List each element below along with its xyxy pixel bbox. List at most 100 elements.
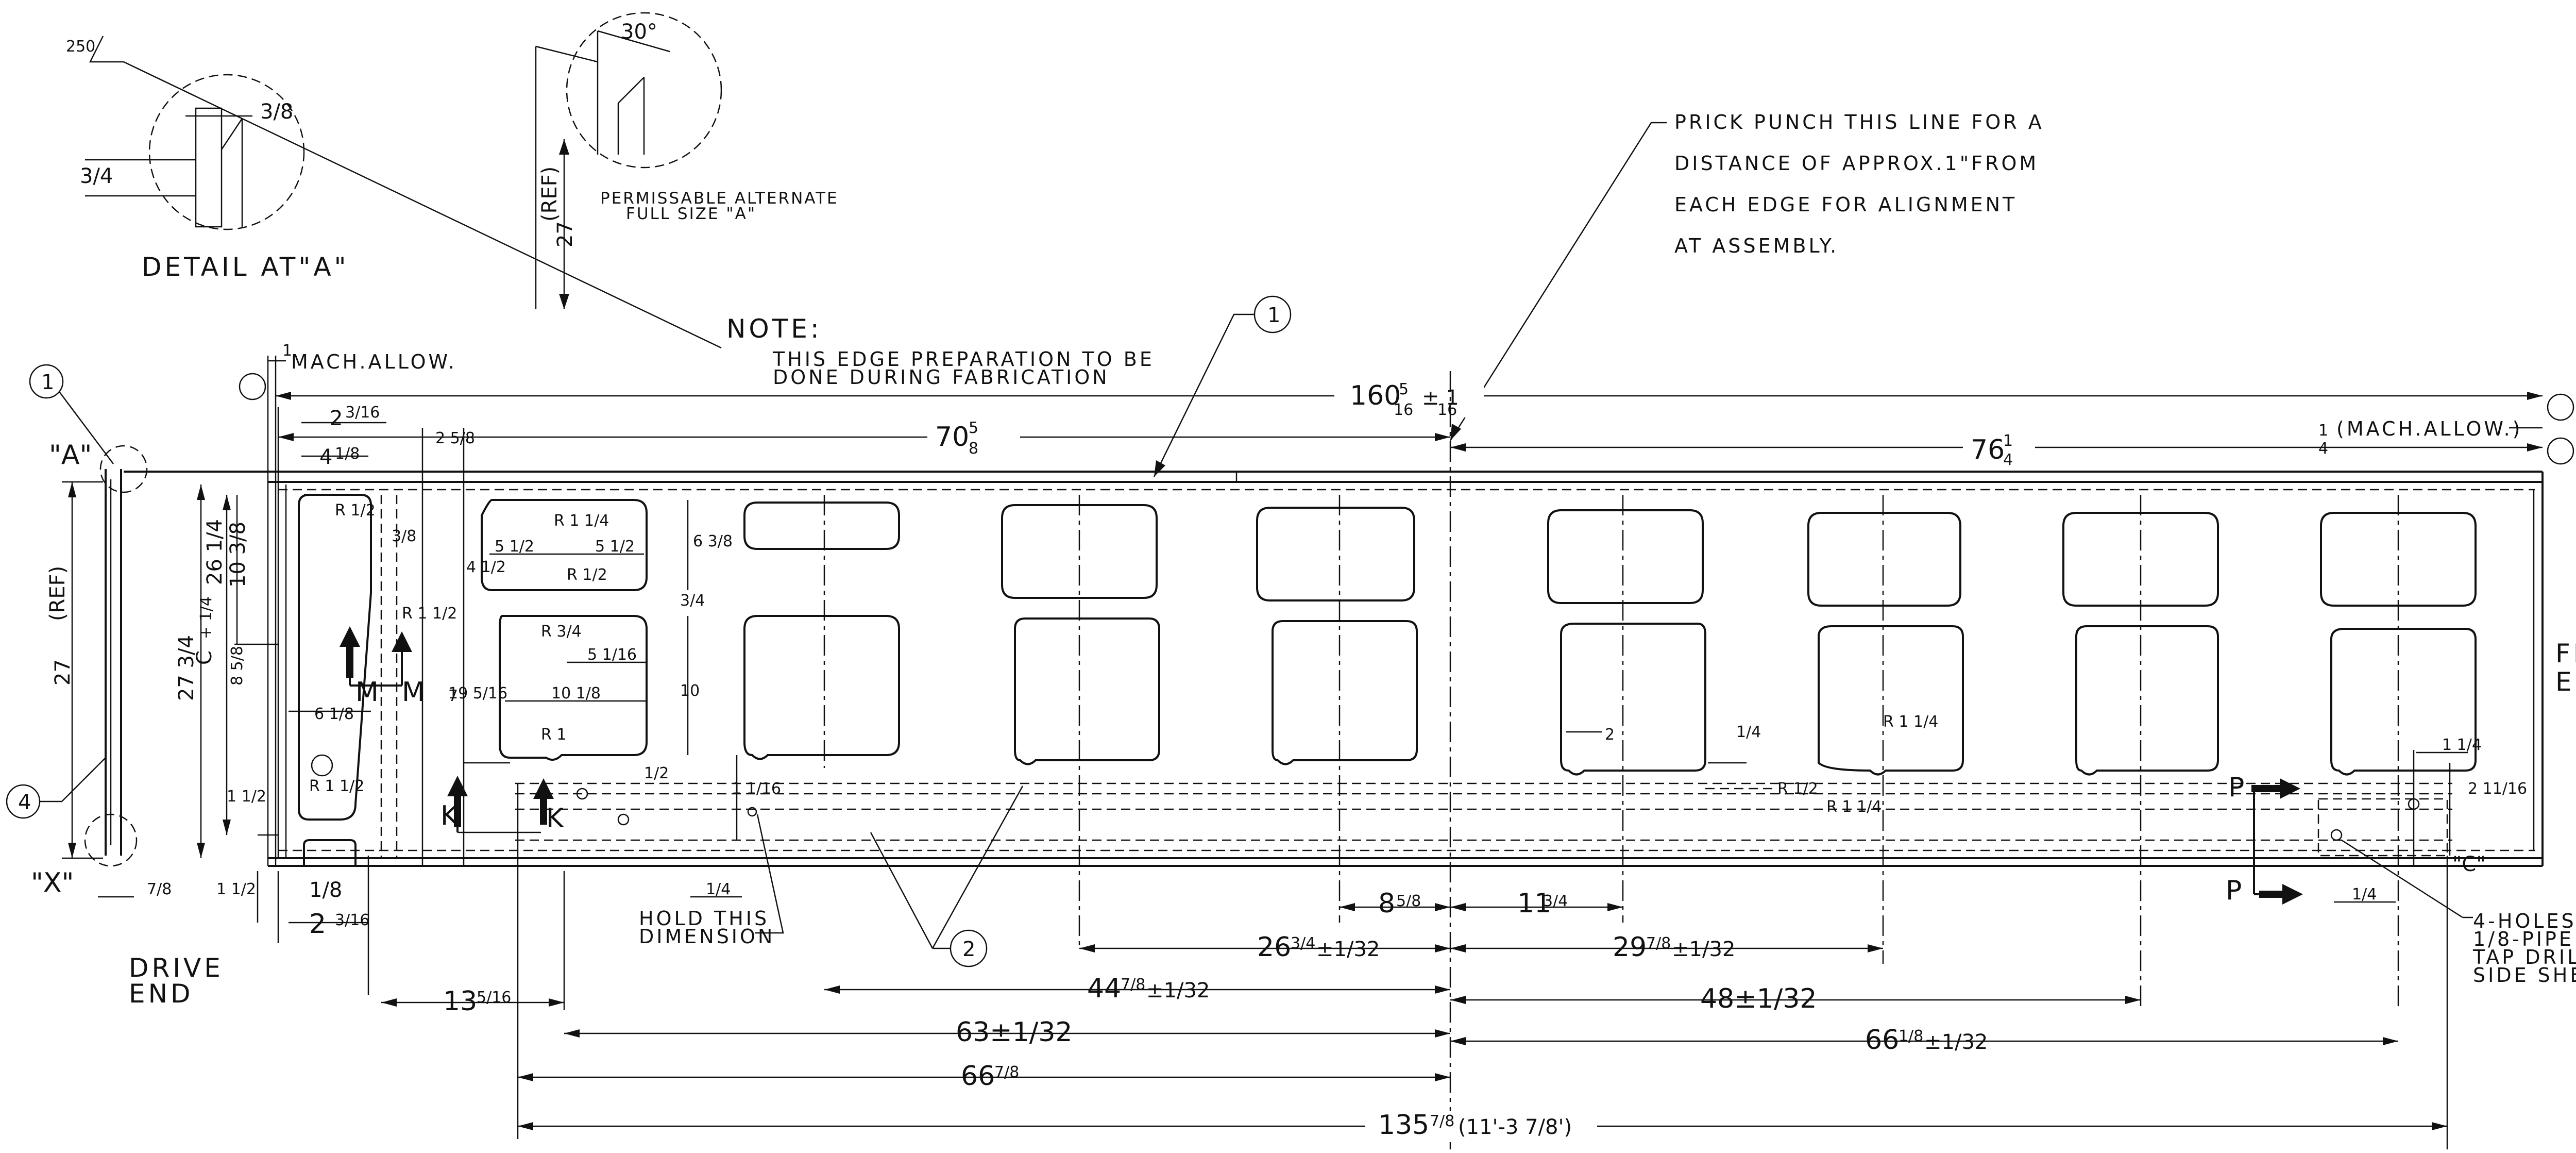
window-3-top bbox=[1001, 504, 1158, 599]
dim-1-1-4-right: 1 1/4 bbox=[2442, 736, 2482, 754]
detail-a-title: DETAIL AT"A" bbox=[142, 252, 349, 282]
quarter-den-right: 4 bbox=[2318, 440, 2328, 458]
prick-line4: AT ASSEMBLY. bbox=[1674, 235, 1839, 257]
dim-26-tol: ±1/32 bbox=[1316, 938, 1380, 961]
view-x-circle bbox=[84, 813, 138, 867]
ref-top: (REF) bbox=[538, 166, 562, 222]
free-end-section: FREE END P P 1 1/4 2 11/16 "C" 1/4 4-HOL… bbox=[2226, 639, 2576, 987]
cutout-tall-left bbox=[298, 494, 372, 821]
window-detail-dims: 2 1/4 R 1 1/4 R 1/2 R 1 1/4 bbox=[1566, 713, 1938, 816]
dim-135-paren: (11'-3 7/8') bbox=[1458, 1115, 1572, 1139]
detail-3-4: 3/4 bbox=[80, 164, 113, 188]
dim-4-1-2: 4 1/2 bbox=[466, 558, 506, 576]
note-block: NOTE: THIS EDGE PREPARATION TO BE DONE D… bbox=[726, 314, 1155, 389]
detail-a: 250 3/4 3/8 DETAIL AT"A" bbox=[66, 36, 722, 349]
note-label: NOTE: bbox=[726, 314, 822, 344]
dim-11-whole: 11 bbox=[1517, 888, 1551, 919]
dim-2-3-16-whole: 2 bbox=[330, 407, 343, 430]
left-70-whole: 70 bbox=[935, 422, 969, 453]
r-1-1-2-left: R 1 1/2 bbox=[309, 777, 364, 795]
dim-29-tol: ±1/32 bbox=[1672, 938, 1735, 961]
dim-4-1-4-left: 1/4 bbox=[706, 880, 731, 898]
overall-dimensions: MACH.ALLOW. 1 160 5 16 ± 1 16 70 5 8 76 … bbox=[239, 342, 2574, 1149]
dim-44-whole: 44 bbox=[1087, 973, 1121, 1004]
section-k-2: K bbox=[546, 803, 565, 834]
dim-66b-frac: 1/8 bbox=[1899, 1027, 1923, 1045]
angle-30-label: 30° bbox=[621, 20, 657, 44]
holes-4: SIDE SHEET ONLY. bbox=[2473, 964, 2576, 987]
alternate-line1: PERMISSABLE ALTERNATE bbox=[600, 189, 839, 208]
section-k-1: K bbox=[440, 800, 459, 831]
dim-3-8-a: 3/8 bbox=[392, 527, 416, 545]
bottom-dims: 8 5/8 11 3/4 26 3/4 ±1/32 29 7/8 ±1/32 2… bbox=[381, 783, 2448, 1149]
overall-num: 5 bbox=[1399, 380, 1409, 398]
holes-2: 1/8-PIPE TAP bbox=[2473, 928, 2576, 950]
overall-tol-den: 16 bbox=[1437, 401, 1457, 419]
dim-minus-c: C bbox=[193, 650, 216, 665]
view-c-label: "C" bbox=[2452, 853, 2486, 876]
view-a-label: "A" bbox=[49, 440, 92, 471]
dim-10-left: 10 bbox=[680, 682, 700, 700]
dim-plus-1-4: + 1/4 bbox=[197, 596, 215, 639]
dim-66b-whole: 66 bbox=[1865, 1025, 1899, 1056]
left-70-num: 5 bbox=[969, 419, 978, 437]
right-76-den: 4 bbox=[2003, 451, 2013, 469]
dim-7: 7 bbox=[448, 687, 458, 705]
section-m-1: M bbox=[355, 677, 379, 708]
r-1-1-2-b: R 1 1/2 bbox=[402, 605, 457, 623]
flag-right-2 bbox=[2547, 437, 2574, 465]
free-end-2: END bbox=[2555, 667, 2576, 697]
r-1-2-left: R 1/2 bbox=[335, 502, 376, 520]
dim-1-1-2-a: 1 1/2 bbox=[227, 788, 266, 806]
dim-1-2-small: 1/2 bbox=[644, 764, 669, 782]
drive-end-2: END bbox=[129, 979, 194, 1009]
mach-allow-right: (MACH.ALLOW.) bbox=[2336, 417, 2522, 440]
window-4-top bbox=[1256, 507, 1415, 601]
balloon-1-left bbox=[29, 364, 64, 399]
balloon-4 bbox=[6, 784, 41, 819]
cutout-column-1: R 1 1/4 R 1/2 5 1/2 5 1/2 4 1/2 6 3/8 3/… bbox=[466, 499, 781, 840]
window-4-bottom bbox=[1272, 620, 1418, 765]
overall-den: 16 bbox=[1394, 401, 1413, 419]
holes-3: TAP DRILL THRU. bbox=[2472, 946, 2576, 968]
window-8-bottom bbox=[2330, 628, 2477, 776]
dim-44-frac: 7/8 bbox=[1121, 976, 1145, 994]
window-grid bbox=[743, 495, 2477, 1010]
hold-2: DIMENSION bbox=[639, 925, 775, 948]
dim-27-left: 27 bbox=[51, 659, 75, 686]
r-1-1-4-w1: R 1 1/4 bbox=[554, 512, 609, 530]
view-a-circle bbox=[99, 445, 148, 493]
dim-1-1-16: 1 1/16 bbox=[732, 780, 781, 798]
window-8-top bbox=[2320, 512, 2477, 607]
section-m-2: M bbox=[402, 677, 425, 708]
detail-250-label: 250 bbox=[66, 38, 95, 56]
dim-63: 63±1/32 bbox=[956, 1017, 1073, 1048]
dim-13-whole: 13 bbox=[443, 986, 477, 1017]
window-5-top bbox=[1547, 509, 1704, 604]
prick-line3: EACH EDGE FOR ALIGNMENT bbox=[1674, 193, 2017, 216]
detail-a-circle bbox=[148, 74, 305, 230]
window-7-top bbox=[2062, 512, 2219, 607]
alternate-detail: 30° (REF) 27 PERMISSABLE ALTERNATE FULL … bbox=[535, 12, 839, 309]
right-76-whole: 76 bbox=[1971, 435, 2005, 465]
flag-left bbox=[239, 373, 266, 400]
dim-13-frac: 5/16 bbox=[477, 989, 511, 1007]
dim-6-3-8: 6 3/8 bbox=[693, 532, 733, 550]
prick-line1: PRICK PUNCH THIS LINE FOR A bbox=[1674, 111, 2044, 133]
dim-66-whole: 66 bbox=[961, 1061, 995, 1092]
drive-end-section: 1 "A" (REF) 27 4 "X" 7/8 DRIVE END bbox=[6, 364, 221, 1009]
window-2-top bbox=[743, 502, 900, 550]
window-6-bottom bbox=[1818, 625, 1964, 776]
dim-8-5-8: 8 5/8 bbox=[228, 646, 246, 686]
dim-2: 2 bbox=[1605, 726, 1615, 744]
note-line1: THIS EDGE PREPARATION TO BE bbox=[772, 348, 1155, 371]
balloon-4-label: 4 bbox=[18, 791, 31, 814]
dim-2-11-16: 2 11/16 bbox=[2468, 780, 2527, 798]
window-2-bottom bbox=[743, 615, 900, 760]
note-line2: DONE DURING FABRICATION bbox=[773, 366, 1110, 389]
quarter-num-right: 1 bbox=[2318, 422, 2328, 440]
view-x-label: "X" bbox=[31, 867, 74, 898]
section-k-marks: K K 1/4 HOLD THIS DIMENSION bbox=[440, 776, 784, 948]
dim-4-1-8-frac: 1/8 bbox=[335, 445, 360, 463]
